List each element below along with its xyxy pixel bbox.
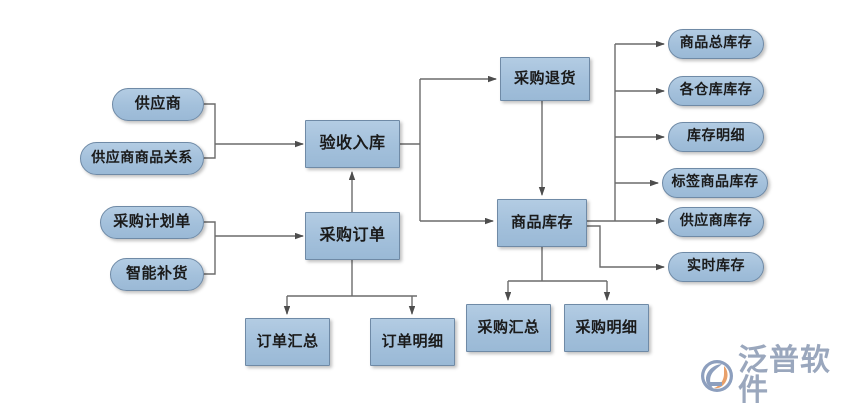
node-label-receive-stock-in: 验收入库 bbox=[319, 135, 386, 153]
node-label-supplier-goods-rel: 供应商商品关系 bbox=[91, 150, 193, 166]
node-supplier-stock[interactable]: 供应商库存 bbox=[668, 207, 764, 237]
node-label-supplier-stock: 供应商库存 bbox=[679, 214, 753, 230]
node-supplier-goods-rel[interactable]: 供应商商品关系 bbox=[80, 142, 204, 175]
node-label-order-summary: 订单汇总 bbox=[256, 333, 319, 350]
edge-rel-to-receive bbox=[204, 144, 216, 159]
node-label-warehouse-stock: 各仓库库存 bbox=[679, 83, 753, 99]
node-purchase-plan[interactable]: 采购计划单 bbox=[100, 206, 204, 239]
node-realtime-stock[interactable]: 实时库存 bbox=[668, 252, 764, 282]
node-label-purchase-order: 采购订单 bbox=[319, 227, 386, 245]
edge-replenish-to-order bbox=[204, 236, 216, 275]
node-supplier[interactable]: 供应商 bbox=[112, 88, 204, 121]
node-purchase-return[interactable]: 采购退货 bbox=[500, 57, 590, 101]
edge-supplier-to-receive bbox=[204, 103, 216, 144]
node-label-stock-detail: 库存明细 bbox=[687, 129, 745, 145]
node-label-purchase-summary: 采购汇总 bbox=[477, 319, 540, 336]
node-label-label-goods-stock: 标签商品库存 bbox=[671, 175, 759, 191]
node-label-purchase-plan: 采购计划单 bbox=[113, 214, 191, 231]
node-label-order-detail: 订单明细 bbox=[381, 333, 444, 350]
node-label-realtime-stock: 实时库存 bbox=[687, 259, 745, 275]
node-label-purchase-return: 采购退货 bbox=[513, 70, 576, 87]
node-smart-replenish[interactable]: 智能补货 bbox=[110, 258, 204, 291]
node-receive-stock-in[interactable]: 验收入库 bbox=[305, 120, 400, 168]
node-label-goods-inventory: 商品库存 bbox=[510, 214, 573, 231]
node-label-purchase-detail: 采购明细 bbox=[575, 319, 638, 336]
node-purchase-order[interactable]: 采购订单 bbox=[305, 212, 400, 260]
node-label-goods-stock[interactable]: 标签商品库存 bbox=[662, 168, 768, 198]
node-order-summary[interactable]: 订单汇总 bbox=[245, 318, 330, 366]
node-label-supplier: 供应商 bbox=[134, 96, 182, 113]
node-label-smart-replenish: 智能补货 bbox=[125, 266, 188, 283]
node-order-detail[interactable]: 订单明细 bbox=[370, 318, 455, 366]
node-purchase-detail[interactable]: 采购明细 bbox=[564, 304, 649, 352]
node-goods-inventory[interactable]: 商品库存 bbox=[497, 199, 587, 247]
brand-logo: 泛普软件 www.fanpusoft.com bbox=[700, 346, 842, 404]
node-purchase-summary[interactable]: 采购汇总 bbox=[466, 304, 551, 352]
logo-wordmark: 泛普软件 bbox=[738, 344, 831, 404]
node-stock-detail[interactable]: 库存明细 bbox=[668, 122, 764, 152]
edge-plan-to-order bbox=[204, 221, 216, 236]
edge-to-realtime-stock bbox=[587, 225, 665, 271]
fanpu-logo-mark bbox=[700, 359, 734, 393]
node-total-goods-stock[interactable]: 商品总库存 bbox=[668, 29, 764, 59]
node-warehouse-stock[interactable]: 各仓库库存 bbox=[668, 76, 764, 106]
node-label-total-goods-stock: 商品总库存 bbox=[679, 36, 753, 52]
